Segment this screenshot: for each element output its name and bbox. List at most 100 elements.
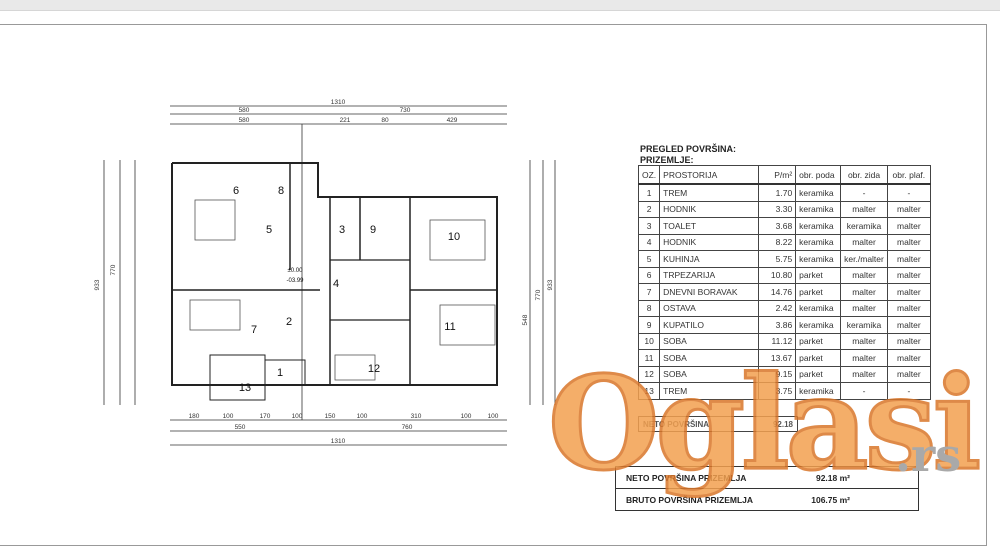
table-cell: malter: [840, 200, 888, 218]
table-cell: parket: [795, 266, 842, 284]
furniture: [189, 199, 496, 381]
table-cell: malter: [886, 233, 931, 251]
table-cell: keramika: [795, 382, 842, 400]
table-cell: keramika: [840, 316, 888, 334]
room-number: 4: [333, 278, 339, 290]
table-cell: 3: [637, 217, 661, 235]
room-number: 5: [266, 224, 272, 236]
table-cell: keramika: [795, 316, 842, 334]
dim-text: 180: [189, 413, 200, 420]
dim-text: 100: [488, 413, 499, 420]
level-mark: -03.99: [286, 278, 304, 284]
table-cell: malter: [886, 200, 931, 218]
dim-text: 100: [223, 413, 234, 420]
table-cell: HODNIK: [659, 233, 760, 251]
table-cell: 4: [637, 233, 661, 251]
top-bar: [0, 0, 1000, 11]
room-number: 3: [339, 224, 345, 236]
bruto-total-label: BRUTO POVRŠINA PRIZEMLJA: [626, 494, 754, 505]
dim-text: 580: [239, 107, 250, 114]
room-number: 1: [277, 367, 283, 379]
room-number: 10: [448, 231, 460, 243]
room-number: 11: [444, 321, 455, 333]
dim-text: 548: [522, 314, 529, 325]
table-cell: 8: [637, 299, 661, 317]
dim-text: 550: [235, 424, 246, 431]
table-cell: malter: [886, 250, 931, 268]
table-cell: 8.22: [758, 233, 797, 251]
dim-text: 80: [381, 117, 389, 124]
table-cell: 10.80: [758, 266, 797, 284]
dim-text: 100: [292, 413, 303, 420]
table-cell: OSTAVA: [659, 299, 760, 317]
dim-text: 770: [110, 264, 117, 275]
table-cell: KUHINJA: [659, 250, 760, 268]
dimension-lines: [103, 105, 556, 446]
table-cell: keramika: [795, 250, 842, 268]
dim-text: 170: [260, 413, 271, 420]
table-cell: keramika: [795, 200, 842, 218]
dim-text: 221: [340, 117, 351, 124]
table-cell: 2.42: [758, 299, 797, 317]
table-cell: malter: [886, 283, 931, 301]
table-cell: 11.12: [758, 332, 797, 350]
table-cell: KUPATILO: [659, 316, 760, 334]
table-cell: 5.75: [758, 250, 797, 268]
table-cell: malter: [886, 316, 931, 334]
table-cell: keramika: [795, 217, 842, 235]
dim-text: 100: [357, 413, 368, 420]
room-number: 12: [368, 363, 380, 375]
table-cell: 13: [637, 382, 661, 400]
table-cell: 14.76: [758, 283, 797, 301]
level-mark: ±0.00: [288, 268, 304, 274]
table-cell: 6: [637, 266, 661, 284]
dim-text: 100: [461, 413, 472, 420]
dim-text: 933: [94, 279, 101, 290]
floor-plan: 1310 580 730 580 221 80 429 180 100 170 …: [94, 99, 556, 446]
table-cell: keramika: [840, 217, 888, 235]
table-cell: TOALET: [659, 217, 760, 235]
dim-text: 1310: [331, 438, 346, 445]
table-cell: malter: [886, 266, 931, 284]
room-number: 7: [251, 324, 257, 336]
table-cell: TRPEZARIJA: [659, 266, 760, 284]
room-number: 13: [239, 382, 251, 394]
column-header: OZ.: [637, 165, 661, 185]
table-cell: 3.86: [758, 316, 797, 334]
room-number: 8: [278, 185, 284, 197]
dim-top-total: 1310: [331, 99, 346, 106]
dim-text: 150: [325, 413, 336, 420]
table-title: PREGLED POVRŠINA:: [640, 144, 737, 154]
neto-total-label: NETO POVRŠINA PRIZEMLJA: [626, 472, 747, 483]
area-table: OZ. PROSTORIJA P/m² obr. poda obr. zida …: [637, 165, 931, 400]
table-cell: malter: [840, 299, 888, 317]
table-cell: TREM: [659, 382, 760, 400]
table-cell: 7: [637, 283, 661, 301]
table-cell: malter: [840, 332, 888, 350]
table-cell: malter: [840, 283, 888, 301]
dim-text: 580: [239, 117, 250, 124]
table-cell: 3.68: [758, 217, 797, 235]
room-numbers: 1 2 3 4 5 6 7 8 9 10 11 12 13: [233, 185, 460, 394]
table-cell: keramika: [795, 233, 842, 251]
table-cell: 5: [637, 250, 661, 268]
table-cell: -: [840, 382, 888, 400]
table-subtitle: PRIZEMLJE:: [640, 155, 694, 165]
room-number: 6: [233, 185, 239, 197]
neto-summary-row: NETO POVRŠINA 92.18: [638, 416, 798, 432]
table-header-row: OZ. PROSTORIJA P/m² obr. poda obr. zida …: [637, 165, 931, 185]
table-cell: parket: [795, 283, 842, 301]
dim-text: 429: [447, 117, 458, 124]
